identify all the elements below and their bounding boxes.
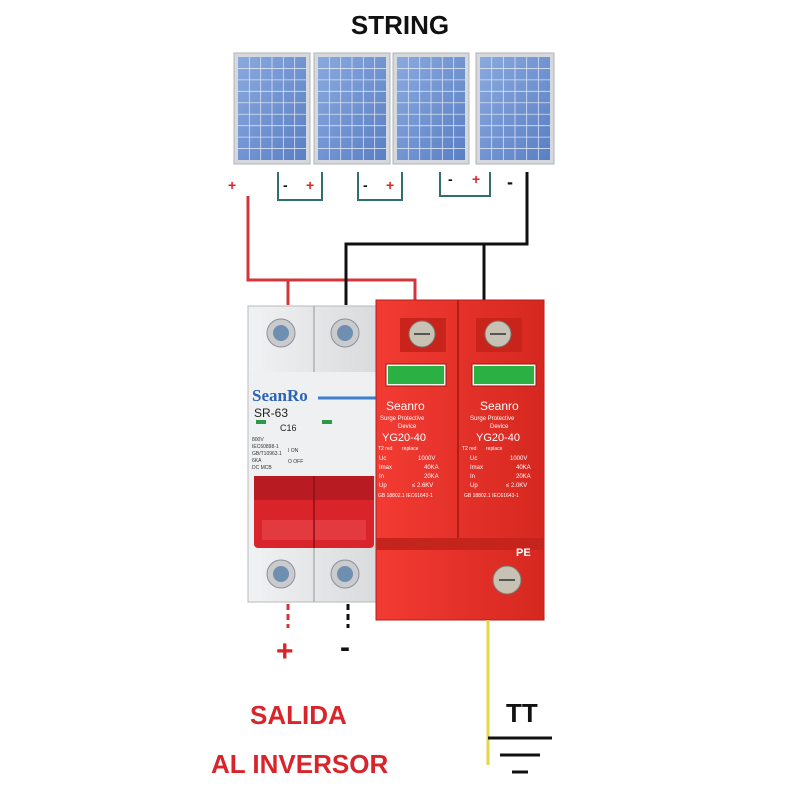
output-label-line2: AL INVERSOR — [211, 749, 389, 779]
spd-2-uc-value: 1000V — [510, 456, 527, 462]
link-3-minus-sign: - — [448, 171, 453, 187]
spd-1-imax-label: Imax — [379, 465, 392, 471]
breaker-spec-5: DC MCB — [252, 465, 272, 471]
dc-breaker — [247, 305, 381, 603]
breaker-rating: C16 — [280, 423, 297, 433]
spd-1-up-value: ≤ 2.6KV — [412, 483, 433, 489]
output-minus-sign: - — [340, 631, 350, 664]
surge-protective-device — [375, 299, 545, 621]
spd-2-brand: Seanro — [480, 399, 519, 413]
spd-2-model: YG20-40 — [476, 432, 520, 444]
spd-1-in-value: 20KA — [424, 474, 439, 480]
spd-1-replace-tag: T2 red — [378, 446, 393, 452]
diagram-title: STRING — [350, 10, 450, 40]
spd-2-up-label: Up — [470, 483, 478, 489]
spd-1-uc-value: 1000V — [418, 456, 435, 462]
output-label-line1: SALIDA — [250, 700, 347, 730]
pv-panel-2 — [313, 52, 391, 165]
spd-1-line2: Device — [398, 424, 417, 430]
negative-string-wire — [344, 172, 529, 305]
ground-symbol — [488, 736, 552, 774]
spd-1-uc-label: Uc — [379, 456, 386, 462]
breaker-spec-1: 800V — [252, 437, 264, 443]
spd-2-imax-value: 40KA — [516, 465, 531, 471]
breaker-brand: SeanRo — [252, 386, 308, 405]
spd-1-line1: Surge Protective — [380, 416, 425, 422]
pv-panel-1 — [233, 52, 311, 165]
spd-2-imax-label: Imax — [470, 465, 483, 471]
pv-panel-3 — [392, 52, 470, 165]
breaker-model: SR-63 — [254, 406, 288, 420]
breaker-spec-4: 6KA — [252, 458, 262, 464]
spd-2-uc-label: Uc — [470, 456, 477, 462]
spd-2-replace-tag: T2 red — [462, 446, 477, 452]
breaker-spec-2: IEC60898-1 — [252, 444, 279, 450]
output-leads — [286, 604, 350, 628]
link-1-minus-sign: - — [283, 177, 288, 193]
positive-string-wire — [246, 196, 417, 305]
spd-1-imax-value: 40KA — [424, 465, 439, 471]
link-3-plus-sign: + — [472, 171, 480, 187]
spd-1-brand: Seanro — [386, 399, 425, 413]
series-link-wires — [277, 172, 491, 201]
link-1-plus-sign: + — [306, 177, 314, 193]
spd-2-line1: Surge Protective — [470, 416, 515, 422]
spd-2-line2: Device — [490, 424, 509, 430]
spd-2-up-value: ≤ 2.0KV — [506, 483, 527, 489]
spd-1-standard: GB 18802.1 IEC61643-1 — [378, 493, 433, 499]
spd-1-up-label: Up — [379, 483, 387, 489]
string-plus-sign: + — [228, 177, 236, 193]
ground-label: TT — [506, 698, 538, 728]
spd-1-model: YG20-40 — [382, 432, 426, 444]
spd-2-in-value: 20KA — [516, 474, 531, 480]
spd-2-replace-text: replace — [486, 446, 503, 452]
pv-panel-4 — [475, 52, 555, 165]
link-2-minus-sign: - — [363, 177, 368, 193]
spd-1-in-label: In — [379, 474, 384, 480]
output-plus-sign: + — [276, 635, 294, 668]
spd-2-in-label: In — [470, 474, 475, 480]
link-2-plus-sign: + — [386, 177, 394, 193]
string-minus-sign: - — [507, 172, 513, 192]
breaker-on-label: I ON — [288, 448, 299, 454]
breaker-spec-3: GB/T10963.1 — [252, 451, 282, 457]
spd-1-replace-text: replace — [402, 446, 419, 452]
pe-label: PE — [516, 547, 531, 559]
spd-2-standard: GB 18802.1 IEC61643-1 — [464, 493, 519, 499]
breaker-off-label: O OFF — [288, 459, 303, 465]
